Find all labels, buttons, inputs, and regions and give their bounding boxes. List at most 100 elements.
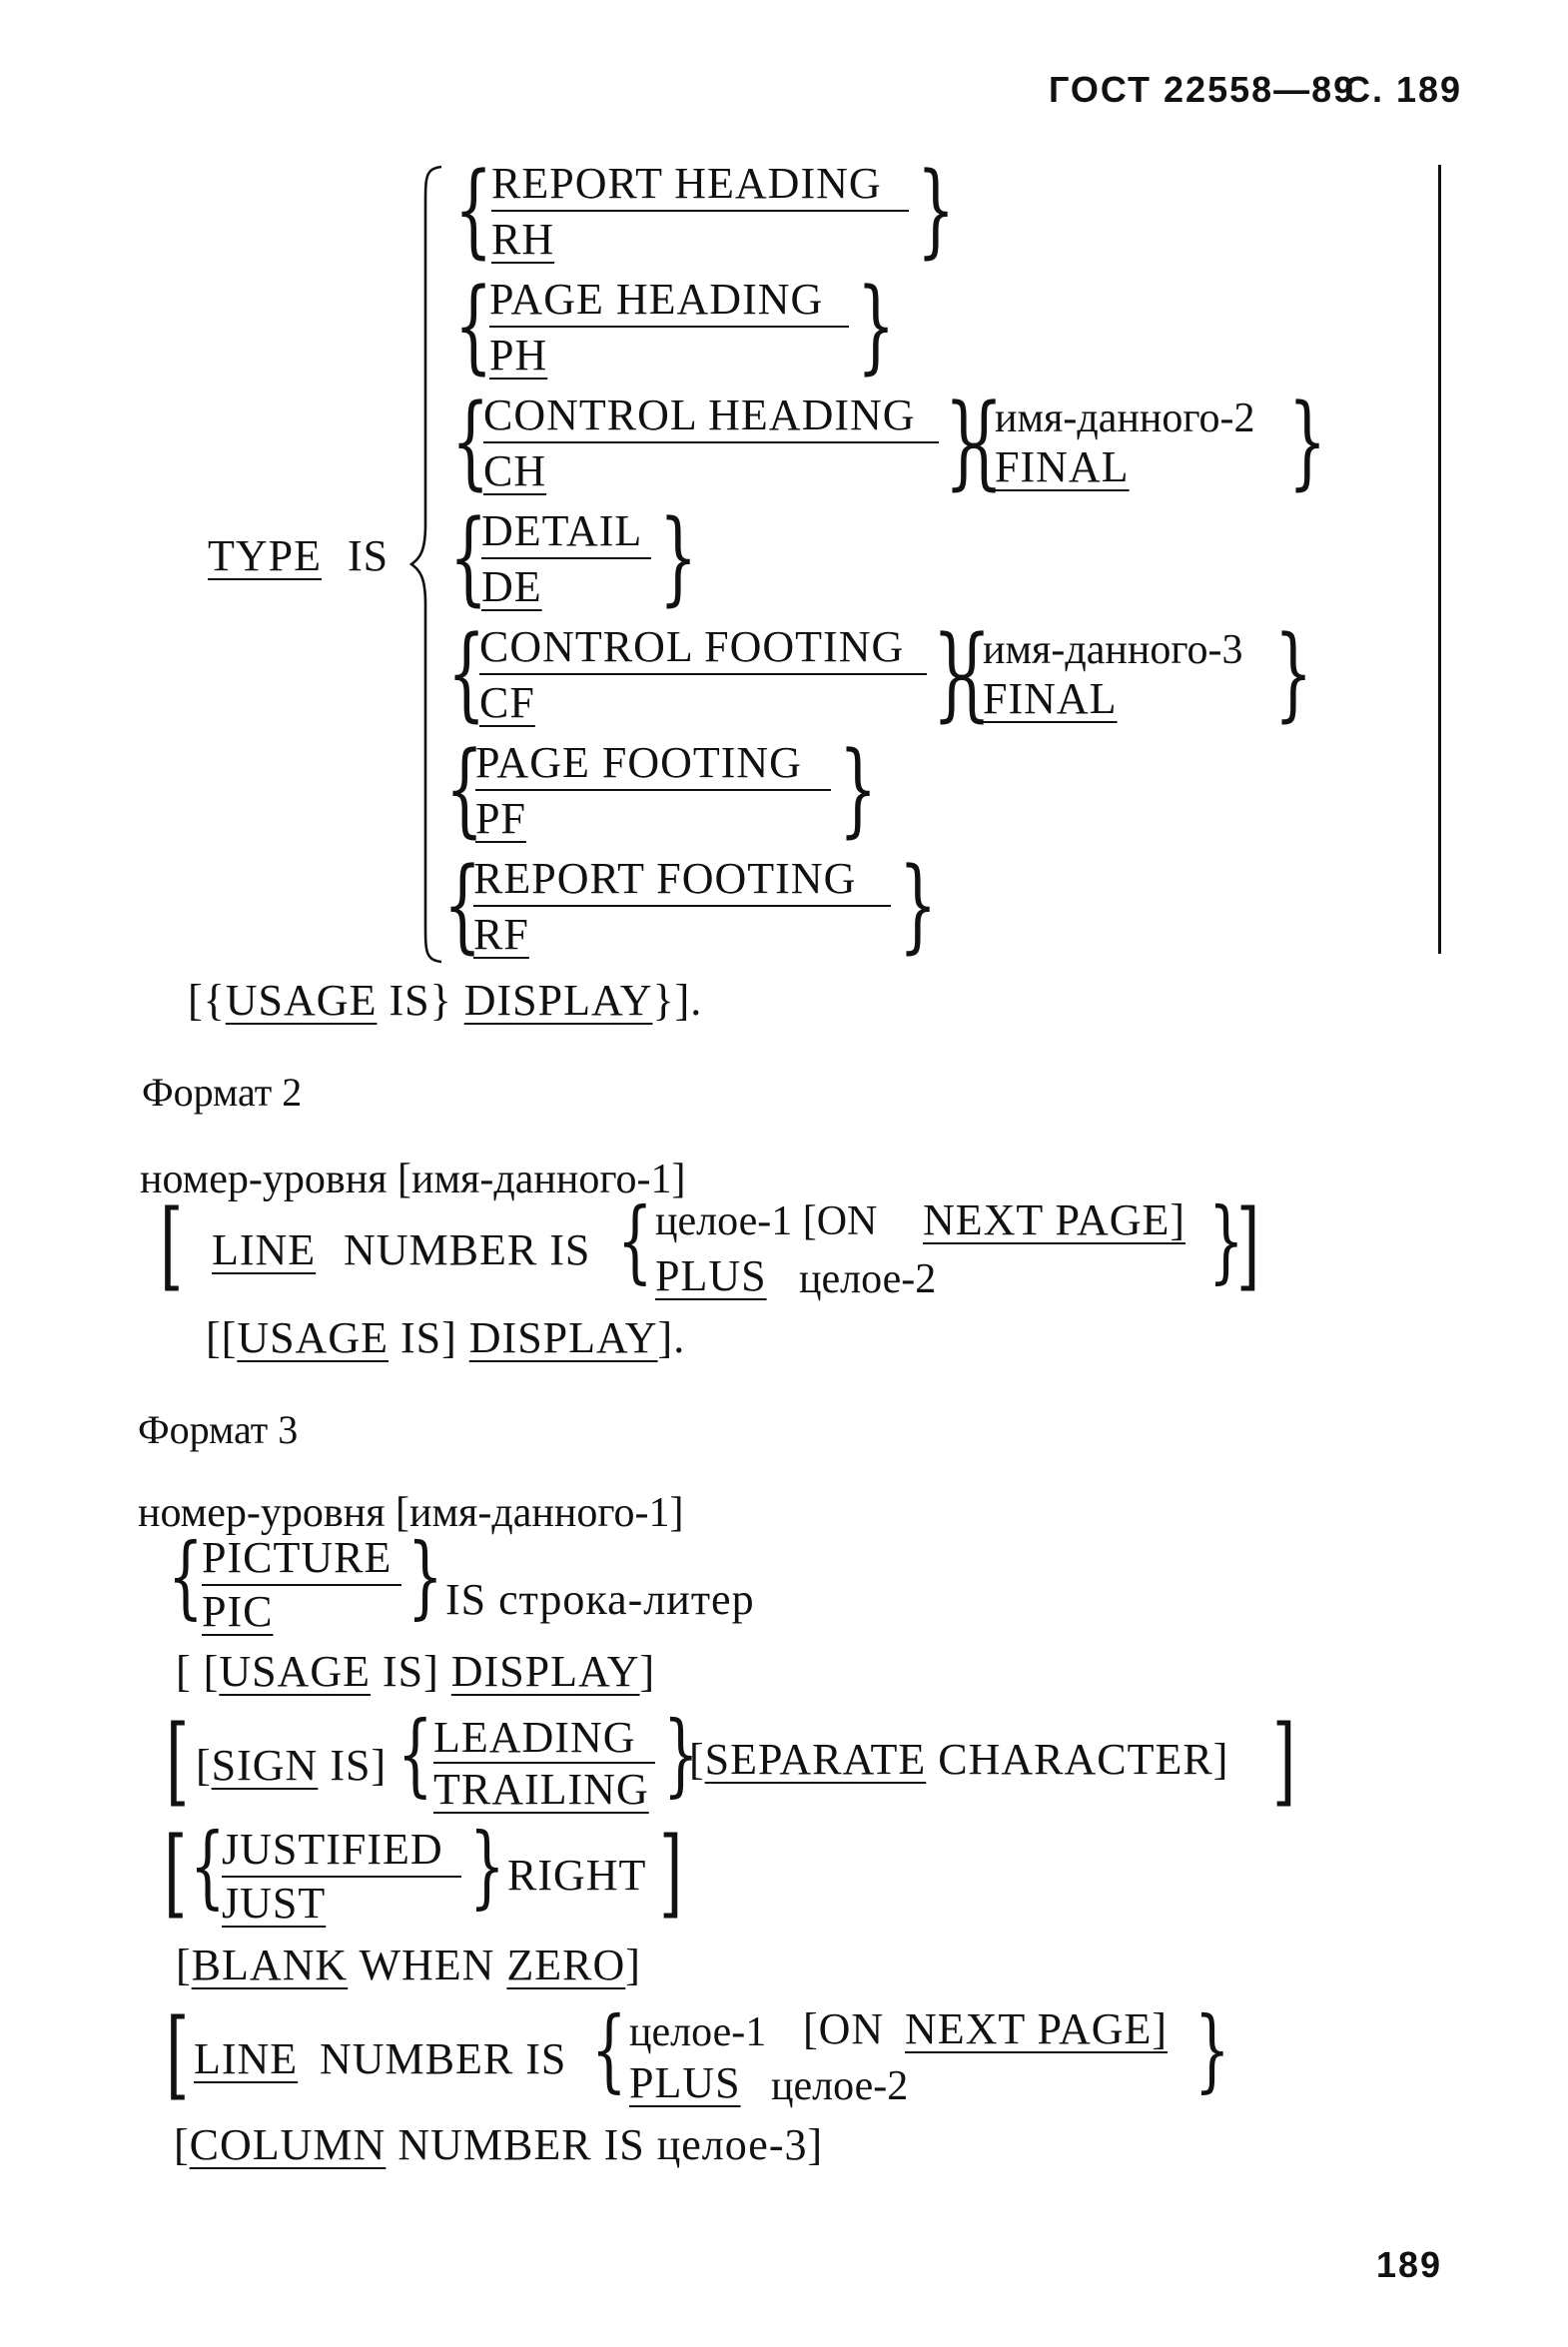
integer-2: целое-2 [799,1256,937,1302]
type-keyword: TYPE [208,531,322,580]
pf-keyword: PF [475,794,526,843]
control-heading-keyword: CONTROL HEADING [483,391,916,439]
group-open-brace: { [449,498,488,618]
group-open-brace: { [454,151,493,271]
group-open-brace: { [451,383,490,502]
next-page-keyword: NEXT PAGE] [923,1195,1186,1244]
usage-keyword: USAGE [225,976,378,1025]
gost-number: ГОСТ 22558—89 [1049,69,1356,110]
justified-open-brace: { [190,1816,226,1920]
control-heading-underline [483,441,939,443]
page-footing-underline [475,789,831,791]
page-heading-underline [489,326,849,328]
outer-left-brace [408,165,442,964]
rf-keyword: RF [473,910,529,959]
control-footing-keyword: CONTROL FOOTING [479,622,905,671]
group-close-brace: } [659,498,698,618]
line-choice-close-brace: } [1194,1999,1230,2103]
pic-keyword: PIC [202,1587,274,1636]
line-keyword: LINE [212,1225,317,1274]
leading-underline [433,1762,655,1764]
data-name-3: имя-данного-3 [983,627,1243,673]
format1-usage-line: [{USAGE IS} DISPLAY}]. [188,976,703,1025]
ch-keyword: CH [483,446,547,495]
group-close-brace: } [839,730,878,850]
picture-keyword: PICTURE [202,1533,392,1582]
next-page-keyword: NEXT PAGE] [905,2004,1169,2053]
optional-open-bracket: [ [160,1190,184,1302]
detail-underline [481,557,651,559]
justified-close-bracket: ] [659,1818,683,1930]
sign-is: [SIGN IS] [196,1741,388,1790]
picture-underline [202,1584,401,1586]
plus-keyword: PLUS [629,2058,741,2107]
alt-open-brace: { [965,383,1004,502]
usage-keyword: USAGE [219,1647,371,1696]
final-keyword: FINAL [983,674,1118,723]
report-heading-underline [491,210,909,212]
line-choice-open-brace: { [591,1999,627,2103]
picture-close-brace: } [407,1526,443,1630]
justified-open-bracket: [ [164,1818,188,1930]
integer-1-on: целое-1 [ON [655,1198,878,1244]
detail-keyword: DETAIL [481,506,643,555]
line-keyword: LINE [194,2034,299,2083]
group-open-brace: { [447,614,486,734]
line-number-open-bracket: [ [166,1999,190,2111]
picture-open-brace: { [168,1526,204,1630]
final-keyword: FINAL [995,442,1130,491]
format3-usage-line: [ [USAGE IS] DISPLAY] [176,1647,656,1696]
zero-keyword: ZERO [506,1941,626,1989]
page-heading-keyword: PAGE HEADING [489,275,824,324]
blank-keyword: BLANK [191,1941,349,1989]
report-footing-underline [473,905,891,907]
when-keyword: WHEN [359,1941,495,1989]
rh-keyword: RH [491,215,555,264]
choice-close-brace: } [1208,1190,1244,1294]
is-keyword: IS [348,531,390,580]
format-3-heading: Формат 3 [138,1407,299,1452]
alt-open-brace: { [953,614,992,734]
format2-usage-line: [[USAGE IS] DISPLAY]. [206,1313,686,1362]
alt-close-brace: } [1274,614,1313,734]
sign-close-bracket: ] [1272,1706,1296,1818]
alt-close-brace: } [1288,383,1327,502]
sign-open-bracket: [ [166,1706,190,1818]
sign-choice-open-brace: { [397,1704,433,1808]
is-string-literal: IS строка-литер [445,1575,755,1624]
report-heading-keyword: REPORT HEADING [491,159,882,208]
group-close-brace: } [933,614,972,734]
group-close-brace: } [945,383,984,502]
group-close-brace: } [917,151,956,271]
display-keyword: DISPLAY [450,1647,640,1696]
integer-2: целое-2 [771,2063,909,2109]
page-number: 189 [1376,2244,1443,2285]
display-keyword: DISPLAY [463,976,653,1025]
data-name-2: имя-данного-2 [995,395,1255,441]
plus-keyword: PLUS [655,1251,767,1300]
usage-keyword: USAGE [237,1313,389,1362]
number-is-keywords: NUMBER IS [320,2034,567,2083]
integer-1: целое-1 [629,2009,767,2055]
cf-keyword: CF [479,678,535,727]
outer-right-rule [1438,165,1441,954]
level-number-line: номер-уровня [имя-данного-1] [140,1157,686,1202]
group-close-brace: } [857,267,896,387]
leading-keyword: LEADING [433,1713,636,1762]
on-keyword: [ON [803,2004,885,2053]
blank-when-zero-line: [BLANK WHEN ZERO] [176,1941,641,1989]
sign-choice-close-brace: } [663,1704,699,1808]
format-2-heading: Формат 2 [142,1070,303,1115]
justified-close-brace: } [469,1816,505,1920]
display-keyword: DISPLAY [468,1313,658,1362]
column-number-line: [COLUMN NUMBER IS целое-3] [174,2120,824,2169]
optional-close-bracket: ] [1236,1190,1260,1302]
trailing-keyword: TRAILING [433,1765,649,1814]
choice-open-brace: { [617,1190,653,1294]
number-is-keywords: NUMBER IS [344,1225,591,1274]
separate-character: [SEPARATE CHARACTER] [689,1735,1229,1784]
column-keyword: COLUMN [189,2120,387,2169]
de-keyword: DE [481,562,542,611]
group-open-brace: { [454,267,493,387]
level-number-line: номер-уровня [имя-данного-1] [138,1490,684,1536]
